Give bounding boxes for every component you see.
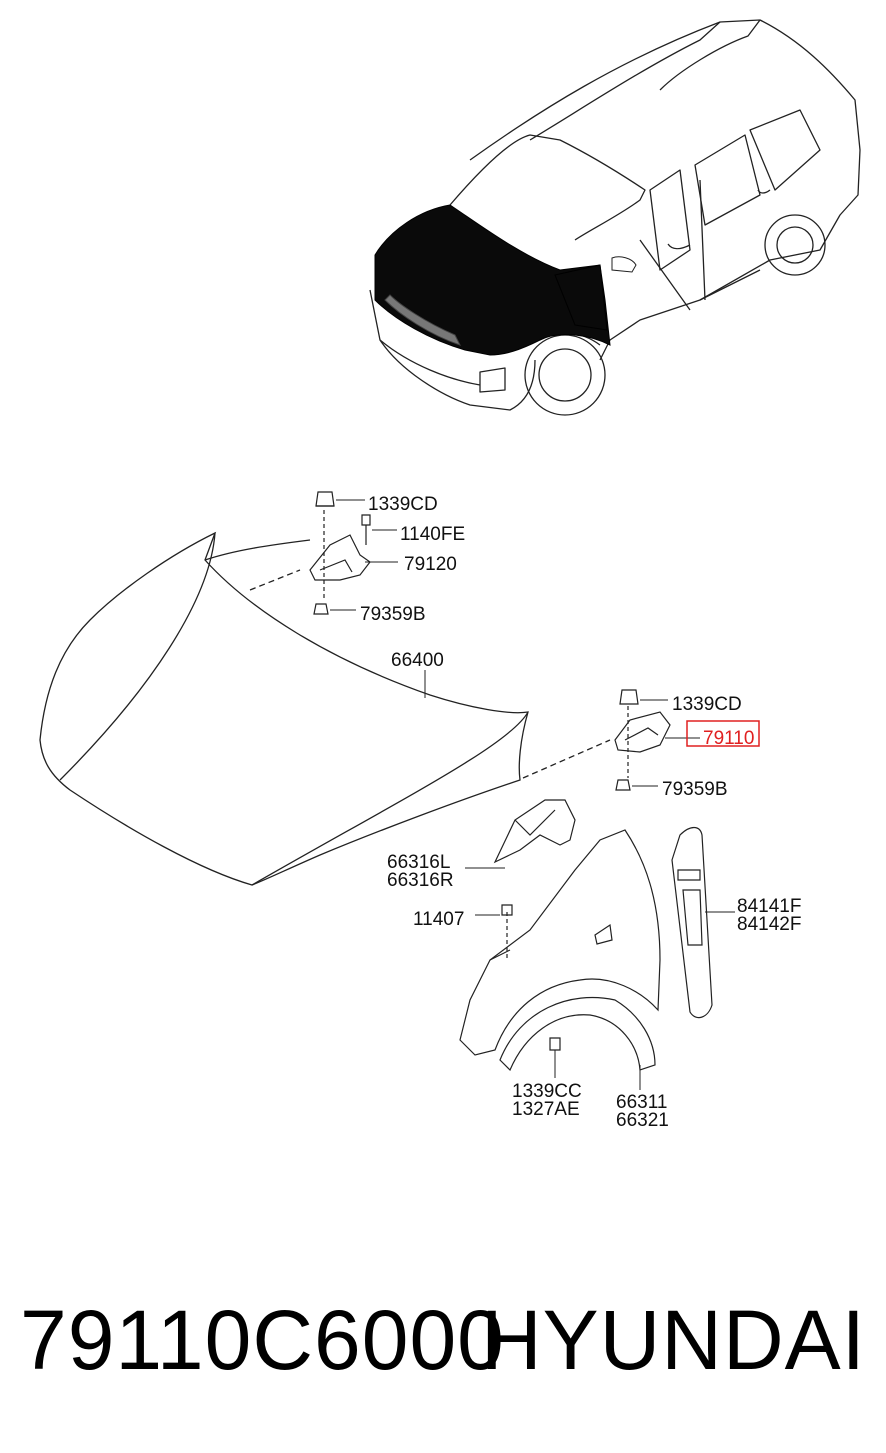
leader-lines xyxy=(330,499,735,1090)
label-79359b-right: 79359B xyxy=(662,779,728,800)
label-11407: 11407 xyxy=(413,909,464,930)
trim-strip-part[interactable] xyxy=(671,826,713,1019)
label-84141f: 84141F xyxy=(737,896,801,917)
hinge-left-assembly[interactable] xyxy=(309,491,371,615)
label-79120: 79120 xyxy=(404,554,457,575)
vehicle-highlight-hood-fender xyxy=(374,204,637,356)
label-66316r: 66316R xyxy=(387,870,454,891)
label-1327ae: 1327AE xyxy=(512,1099,580,1120)
label-1339cd-left: 1339CD xyxy=(368,494,438,515)
highlight-box-79110 xyxy=(686,720,760,747)
footer: 79110C6000 HYUNDAI xyxy=(0,1290,886,1410)
fender-part[interactable] xyxy=(459,829,661,1072)
label-66311: 66311 xyxy=(616,1092,667,1113)
hood-part[interactable] xyxy=(39,531,611,886)
label-79359b-left: 79359B xyxy=(360,604,426,625)
label-66316l: 66316L xyxy=(387,852,450,873)
label-79110[interactable]: 79110 xyxy=(703,728,754,749)
label-66321: 66321 xyxy=(616,1110,669,1131)
label-1339cc: 1339CC xyxy=(512,1081,582,1102)
label-1140fe: 1140FE xyxy=(400,524,465,545)
hinge-right-assembly[interactable] xyxy=(614,689,671,791)
part-number-title: 79110C6000 xyxy=(20,1293,505,1387)
label-1339cd-right: 1339CD xyxy=(672,694,742,715)
label-66400: 66400 xyxy=(391,650,444,671)
brand-name: HYUNDAI xyxy=(480,1293,866,1387)
parts-diagram: 1339CD 1140FE 79120 79359B 66400 1339CD … xyxy=(39,19,861,1131)
fender-bracket-part[interactable] xyxy=(493,799,576,864)
label-84142f: 84142F xyxy=(737,914,801,935)
